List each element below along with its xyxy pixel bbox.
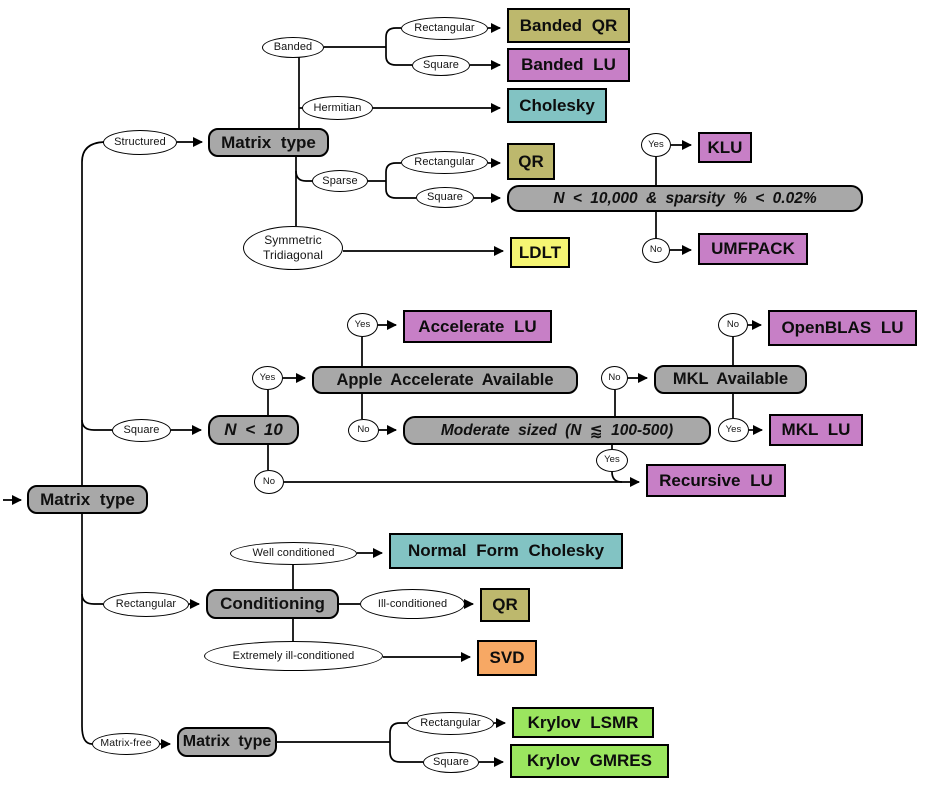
connector bbox=[611, 471, 623, 483]
node-matrix-free: Matrix-free bbox=[92, 733, 160, 755]
node-rectangular-branch: Rectangular bbox=[103, 592, 189, 617]
connector bbox=[81, 419, 112, 431]
node-banded-qr: Banded QR bbox=[507, 8, 630, 43]
node-krylov-square: Square bbox=[423, 752, 479, 773]
node-krylov-lsmr: Krylov LSMR bbox=[512, 707, 654, 738]
node-qr-sparse: QR bbox=[507, 143, 555, 180]
node-yes-mkl-lu: Yes bbox=[718, 418, 749, 442]
node-normal-form-cholesky: Normal Form Cholesky bbox=[389, 533, 623, 569]
node-ill-conditioned: Ill-conditioned bbox=[360, 589, 465, 619]
node-banded-square: Square bbox=[412, 55, 470, 76]
node-banded-rectangular: Rectangular bbox=[401, 17, 488, 40]
connector bbox=[385, 47, 412, 66]
node-krylov-gmres: Krylov GMRES bbox=[510, 744, 669, 778]
node-ldlt: LDLT bbox=[510, 237, 570, 268]
node-hermitian: Hermitian bbox=[302, 96, 373, 120]
node-krylov-rectangular: Rectangular bbox=[407, 712, 494, 735]
node-qr-ill: QR bbox=[480, 588, 530, 622]
node-square-branch: Square bbox=[112, 419, 171, 442]
node-yes-apple: Yes bbox=[252, 366, 283, 390]
node-sparsity-check: N < 10,000 & sparsity % < 0.02% bbox=[507, 185, 863, 212]
node-no-umfpack: No bbox=[642, 238, 670, 263]
node-no-moderate: No bbox=[348, 419, 379, 442]
node-no-recursive: No bbox=[254, 470, 284, 494]
node-umfpack: UMFPACK bbox=[698, 233, 808, 265]
node-no-openblas: No bbox=[718, 313, 748, 337]
connector bbox=[385, 181, 416, 199]
node-banded-lu: Banded LU bbox=[507, 48, 630, 82]
node-matrix-type-root: Matrix type bbox=[27, 485, 148, 514]
node-yes-klu: Yes bbox=[641, 133, 671, 157]
node-svd: SVD bbox=[477, 640, 537, 676]
node-no-mkl: No bbox=[601, 366, 628, 390]
connector bbox=[385, 162, 401, 181]
connector bbox=[385, 27, 401, 47]
node-accelerate-lu: Accelerate LU bbox=[403, 310, 552, 343]
connector bbox=[389, 722, 407, 742]
node-klu: KLU bbox=[698, 132, 752, 163]
connector bbox=[295, 170, 312, 182]
connector bbox=[389, 742, 423, 763]
node-n-lt-10: N < 10 bbox=[208, 415, 299, 445]
node-moderate-sized: Moderate sized (N ⪅ 100-500) bbox=[403, 416, 711, 445]
connector bbox=[81, 593, 103, 605]
node-recursive-lu: Recursive LU bbox=[646, 464, 786, 497]
node-conditioning: Conditioning bbox=[206, 589, 339, 619]
node-sparse: Sparse bbox=[312, 170, 368, 192]
node-mkl-lu: MKL LU bbox=[769, 414, 863, 446]
node-matrix-type-free: Matrix type bbox=[177, 727, 277, 757]
node-apple-accelerate: Apple Accelerate Available bbox=[312, 366, 578, 394]
node-yes-accelerate: Yes bbox=[347, 313, 378, 337]
node-symmetric-tridiagonal: Symmetric Tridiagonal bbox=[243, 226, 343, 270]
node-openblas-lu: OpenBLAS LU bbox=[768, 310, 917, 346]
node-sparse-square: Square bbox=[416, 187, 474, 208]
node-cholesky: Cholesky bbox=[507, 88, 607, 123]
node-sparse-rectangular: Rectangular bbox=[401, 151, 488, 174]
node-structured: Structured bbox=[103, 130, 177, 155]
node-extremely-ill-conditioned: Extremely ill-conditioned bbox=[204, 641, 383, 671]
node-banded: Banded bbox=[262, 37, 324, 58]
node-well-conditioned: Well conditioned bbox=[230, 542, 357, 565]
node-matrix-type-structured: Matrix type bbox=[208, 128, 329, 157]
node-yes-recursive: Yes bbox=[596, 449, 628, 472]
node-mkl-available: MKL Available bbox=[654, 365, 807, 394]
connector bbox=[81, 141, 105, 745]
